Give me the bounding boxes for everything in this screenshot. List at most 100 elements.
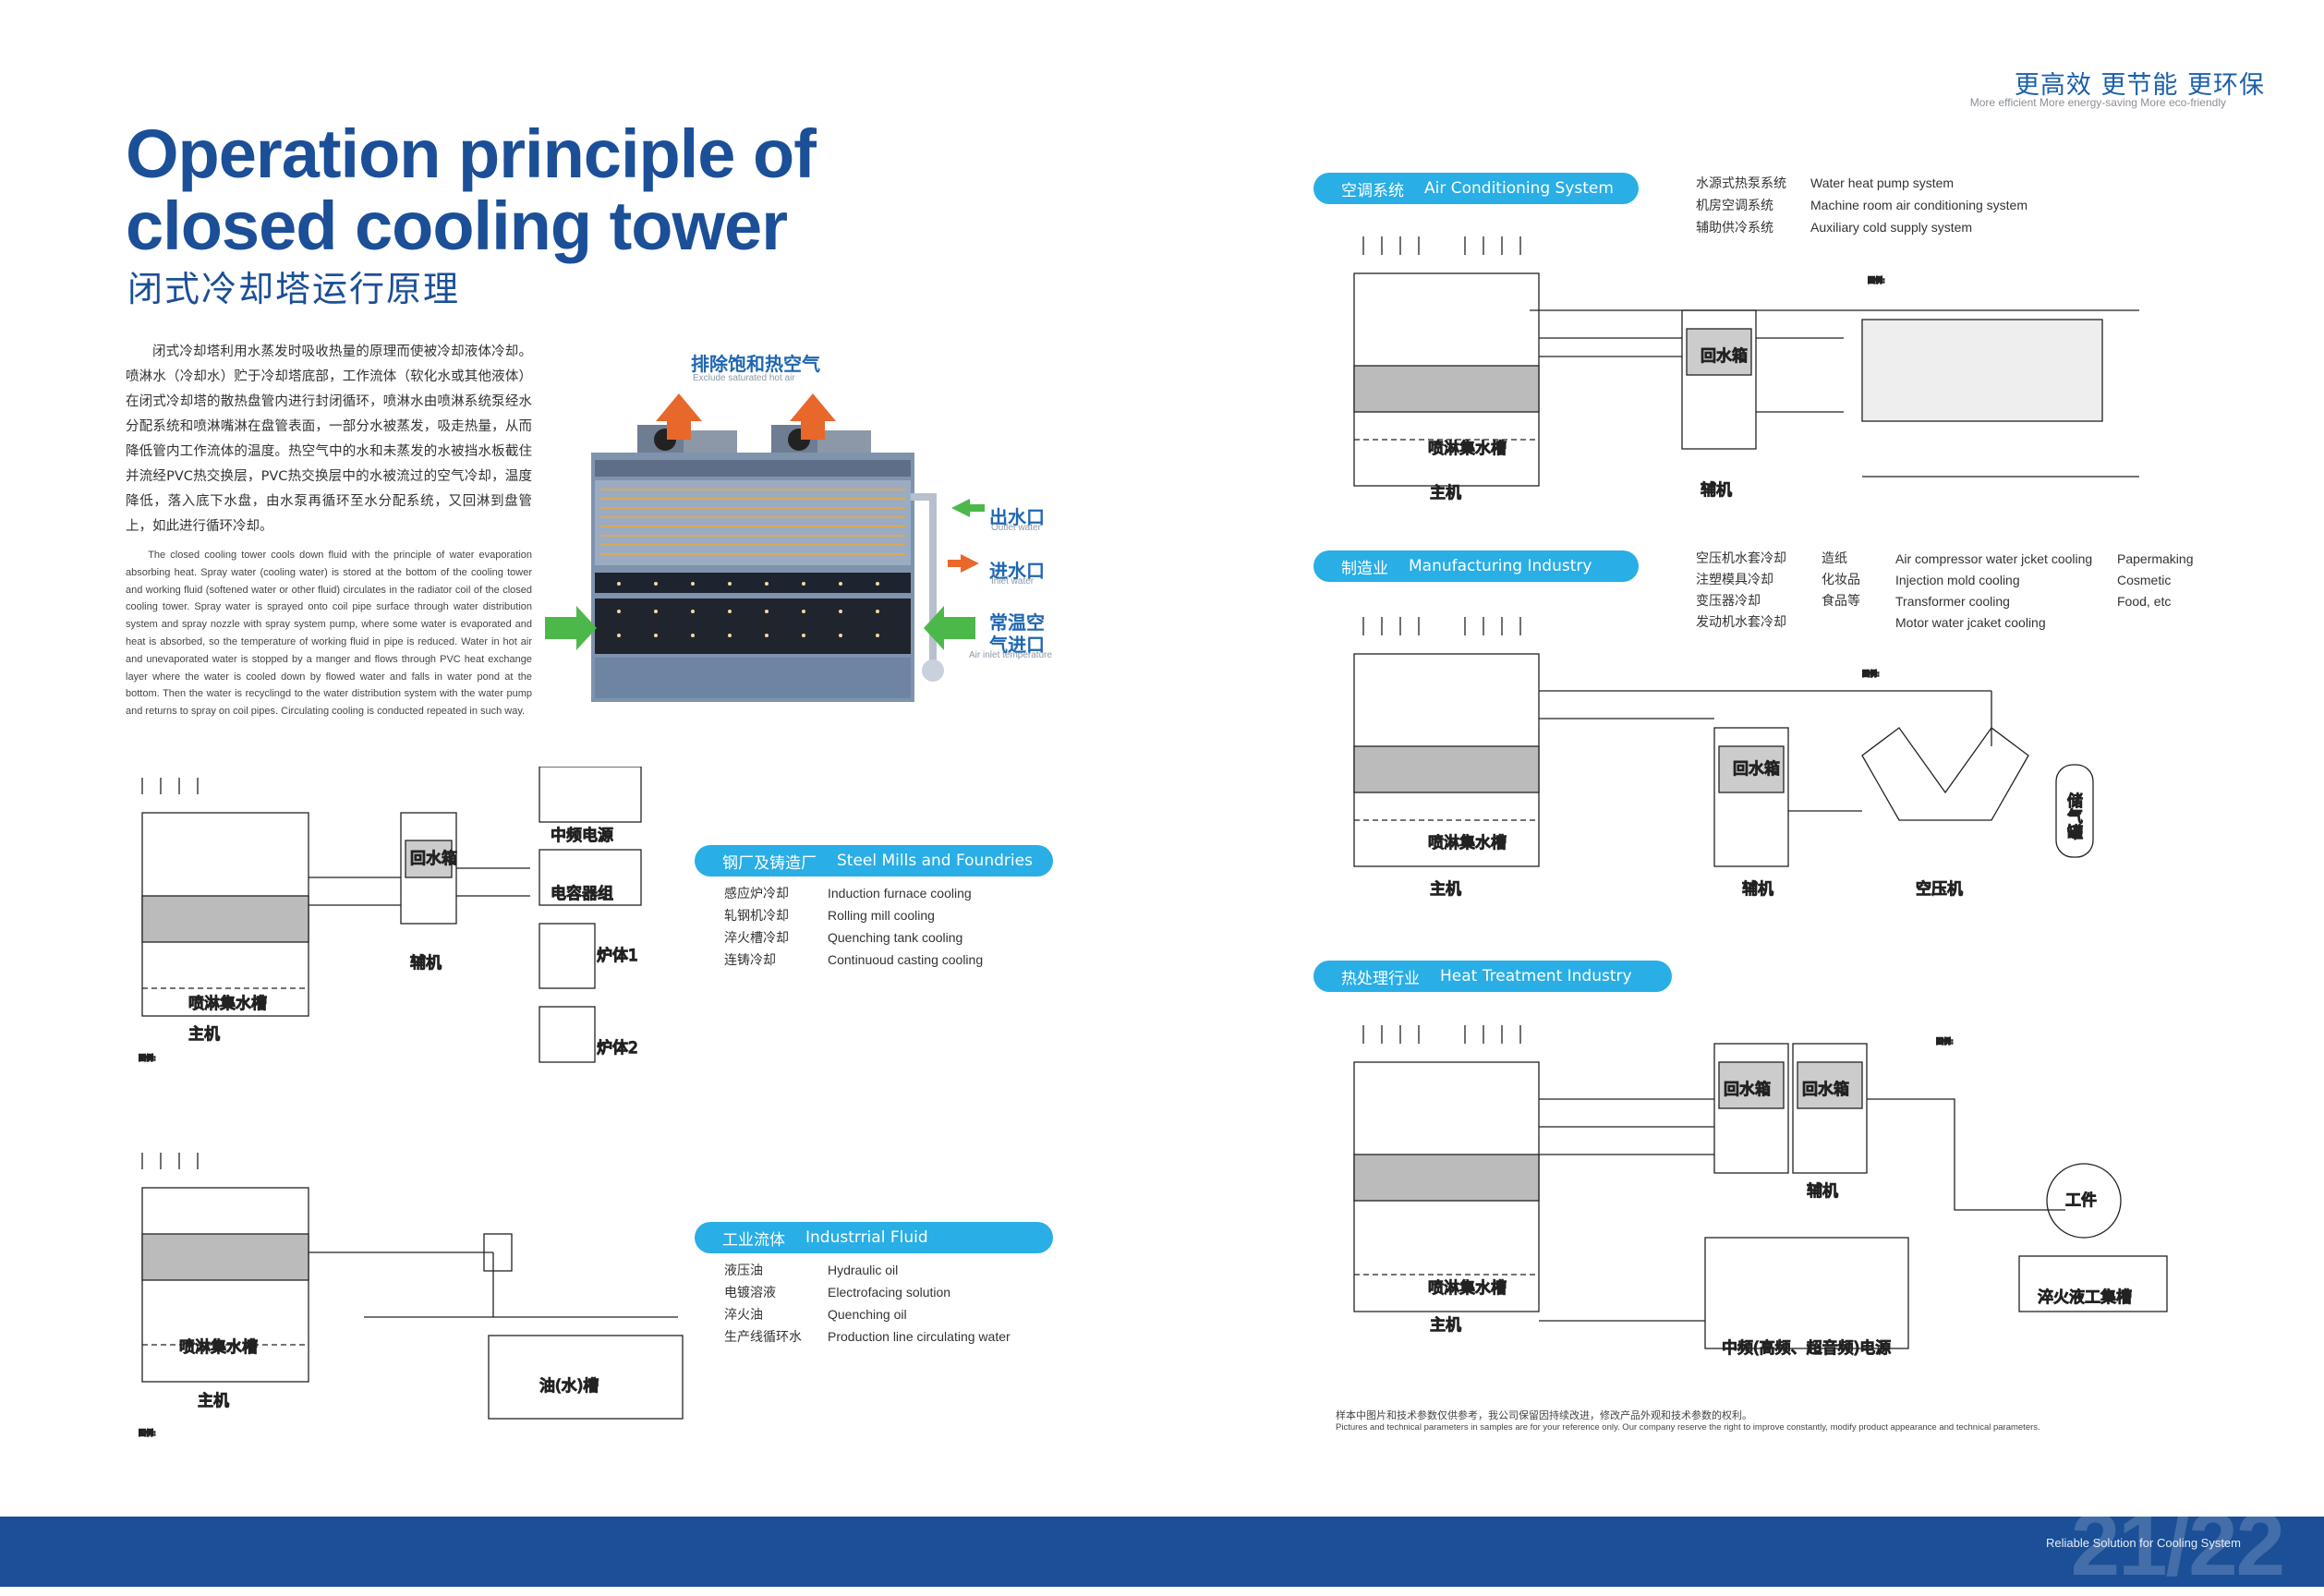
cooling-tower-illustration xyxy=(545,393,985,702)
manufacturing-diagram: 喷淋集水槽 主机 回水箱 辅机 空压机 储气罐 图例: xyxy=(1353,617,2094,900)
return-tank-label: 回水箱 xyxy=(1724,1081,1771,1099)
return-tank-label: 回水箱 xyxy=(410,850,457,868)
intro-text-en: The closed cooling tower cools down flui… xyxy=(126,550,532,718)
item-cn: 机房空调系统 xyxy=(1696,199,1773,213)
section-cn: 钢厂及铸造厂 xyxy=(722,853,817,873)
item-cn: 淬火槽冷却 xyxy=(724,931,789,946)
item-en: Transformer cooling xyxy=(1895,594,2010,609)
air-inlet-label-en: Air inlet temperature xyxy=(969,650,1053,660)
item-en: Papermaking xyxy=(2117,551,2194,566)
spray-tank-label: 喷淋集水槽 xyxy=(1428,1279,1507,1298)
legend-label: 图例: xyxy=(139,1428,156,1437)
aux-label: 辅机 xyxy=(1701,481,1732,500)
inlet-label: 进水口 xyxy=(989,560,1045,582)
item-cn: 淬火油 xyxy=(724,1308,763,1323)
section-cn: 工业流体 xyxy=(722,1230,785,1250)
item-en: Quenching tank cooling xyxy=(828,930,963,945)
item-en: Water heat pump system xyxy=(1810,175,1955,190)
legend-label: 图例: xyxy=(1936,1036,1954,1046)
furnace1-label: 炉体1 xyxy=(597,947,638,965)
exhaust-arrow-icon xyxy=(656,393,702,440)
section-pill-heat: 热处理行业 Heat Treatment Industry xyxy=(1313,961,1672,992)
item-en: Production line circulating water xyxy=(828,1329,1011,1344)
page-title-cn: 闭式冷却塔运行原理 xyxy=(127,269,461,309)
item-en: Auxiliary cold supply system xyxy=(1810,220,1973,235)
spray-tank-label: 喷淋集水槽 xyxy=(179,1338,258,1357)
item-en: Induction furnace cooling xyxy=(828,886,972,901)
intro-text-cn: 闭式冷却塔利用水蒸发时吸收热量的原理而使被冷却液体冷却。喷淋水（冷却水）贮于冷却… xyxy=(126,345,532,534)
item-cn: 空压机水套冷却 xyxy=(1696,551,1786,566)
aux-label: 辅机 xyxy=(1807,1182,1838,1201)
item-cn: 化妆品 xyxy=(1822,573,1860,587)
steel-list: 感应炉冷却 Induction furnace cooling 轧钢机冷却 Roll… xyxy=(724,883,983,972)
spray-tank-label: 喷淋集水槽 xyxy=(1428,440,1507,458)
legend-label: 图例: xyxy=(139,1053,156,1062)
disclaimer-en: Pictures and technical parameters in sam… xyxy=(1336,1422,2040,1433)
item-en: Air compressor water jcket cooling xyxy=(1895,551,2093,566)
item-en: Quenching oil xyxy=(828,1307,907,1322)
legend-label: 图例: xyxy=(1868,275,1885,284)
item-en: Injection mold cooling xyxy=(1895,573,2020,587)
host-label: 主机 xyxy=(1430,880,1461,899)
item-cn: 电镀溶液 xyxy=(724,1286,776,1300)
return-tank-label: 回水箱 xyxy=(1802,1081,1849,1099)
title-line-2: closed cooling tower xyxy=(126,187,788,264)
item-cn: 轧钢机冷却 xyxy=(724,909,789,924)
item-cn: 液压油 xyxy=(724,1264,763,1278)
page-title: Operation principle of closed cooling to… xyxy=(126,118,883,262)
inlet-arrow-icon xyxy=(948,554,979,573)
section-pill-aircon: 空调系统 Air Conditioning System xyxy=(1313,173,1639,204)
item-en: Rolling mill cooling xyxy=(828,908,935,923)
storage-tank-label: 储气罐 xyxy=(2064,792,2083,840)
host-label: 主机 xyxy=(1430,1316,1461,1335)
spray-tank-label: 喷淋集水槽 xyxy=(188,995,267,1013)
manufacturing-list-en-b: Papermaking Cosmetic Food, etc xyxy=(2117,549,2194,612)
aux-label: 辅机 xyxy=(1742,880,1773,899)
aux-label: 辅机 xyxy=(410,954,442,973)
outlet-label: 出水口 xyxy=(989,506,1045,528)
legend-label: 图例: xyxy=(1862,669,1880,678)
mid-freq-label: 中频(高频、超音频)电源 xyxy=(1722,1339,1891,1358)
disclaimer-cn: 样本中图片和技术参数仅供参考，我公司保留因持续改进，修改产品外观和技术参数的权利… xyxy=(1336,1409,1752,1421)
host-label: 主机 xyxy=(188,1025,220,1044)
section-cn: 空调系统 xyxy=(1341,181,1404,200)
item-en: Electrofacing solution xyxy=(828,1285,951,1300)
item-cn: 水源式热泵系统 xyxy=(1696,176,1786,191)
item-cn: 造纸 xyxy=(1822,551,1847,566)
item-cn: 注塑模具冷却 xyxy=(1696,573,1773,587)
item-en: Food, etc xyxy=(2117,594,2172,609)
manufacturing-list-cn-b: 造纸 化妆品 食品等 xyxy=(1822,549,1860,612)
footer-bar xyxy=(0,1517,2324,1587)
host-label: 主机 xyxy=(1430,484,1461,502)
slogan-cn: 更高效 更节能 更环保 xyxy=(2014,71,2265,100)
item-en: Machine room air conditioning system xyxy=(1810,198,2027,212)
manufacturing-list-en-a: Air compressor water jcket cooling Injec… xyxy=(1895,549,2092,634)
item-cn: 辅助供冷系统 xyxy=(1696,221,1773,236)
workpiece-label: 工件 xyxy=(2065,1191,2097,1210)
air-compressor-label: 空压机 xyxy=(1916,880,1963,899)
item-en: Hydraulic oil xyxy=(828,1263,899,1277)
furnace2-label: 炉体2 xyxy=(597,1039,638,1058)
section-en: Industrrial Fluid xyxy=(805,1228,928,1247)
outlet-label-en: Outlet water xyxy=(991,523,1041,533)
fluid-diagram: 喷淋集水槽 主机 油(水)槽 图例: xyxy=(138,1153,684,1438)
steel-mill-diagram: 喷淋集水槽 主机 回水箱 辅机 中频电源 电容器组 炉体1 炉体2 图例: xyxy=(138,767,642,1063)
spray-tank-label: 喷淋集水槽 xyxy=(1428,834,1507,852)
section-cn: 热处理行业 xyxy=(1341,969,1420,988)
section-pill-fluid: 工业流体 Industrrial Fluid xyxy=(695,1222,1053,1253)
inlet-label-en: Inlet water xyxy=(991,576,1035,586)
item-cn: 生产线循环水 xyxy=(724,1330,802,1345)
heat-treatment-diagram: 喷淋集水槽 主机 回水箱 回水箱 辅机 中频(高频、超音频)电源 工件 淬火液工… xyxy=(1353,1025,2168,1359)
title-line-1: Operation principle of xyxy=(126,115,817,192)
section-cn: 制造业 xyxy=(1341,559,1388,578)
oil-tank-label: 油(水)槽 xyxy=(539,1377,599,1396)
capacitor-label: 电容器组 xyxy=(551,885,613,903)
footer-tagline: Reliable Solution for Cooling System xyxy=(2046,1536,2241,1550)
item-cn: 感应炉冷却 xyxy=(724,887,789,901)
fluid-list: 液压油 Hydraulic oil 电镀溶液 Electrofacing solut… xyxy=(724,1260,1011,1348)
item-cn: 变压器冷却 xyxy=(1696,594,1761,609)
return-tank-label: 回水箱 xyxy=(1701,347,1748,366)
item-cn: 发动机水套冷却 xyxy=(1696,615,1786,630)
host-label: 主机 xyxy=(198,1392,229,1410)
exhaust-arrow-icon xyxy=(790,393,836,440)
